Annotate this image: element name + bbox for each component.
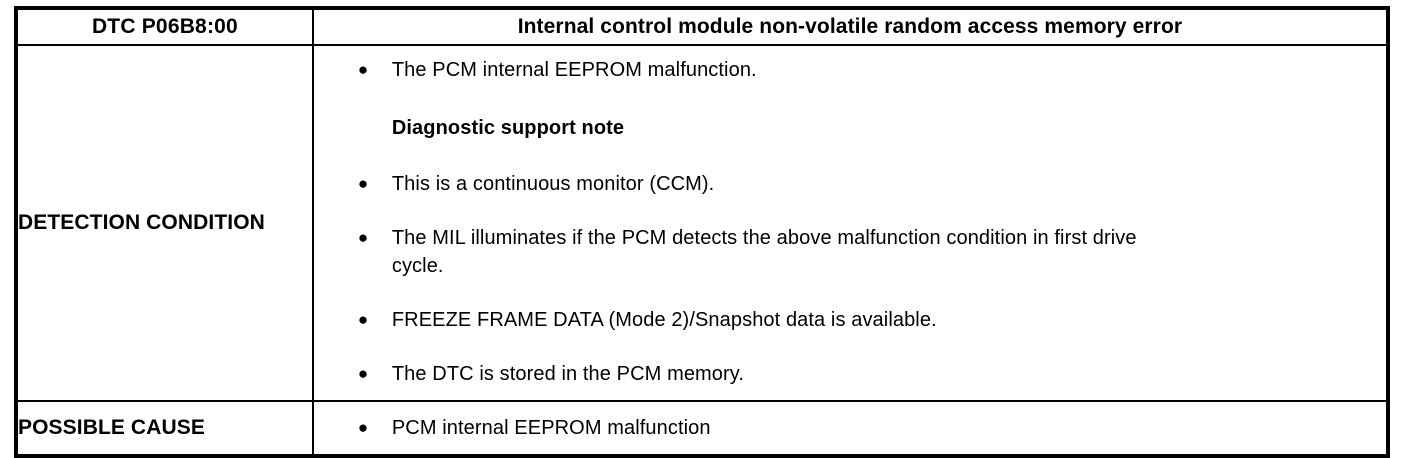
list-item: ● PCM internal EEPROM malfunction: [314, 414, 1386, 442]
spacer: [314, 142, 1386, 170]
list-item-text: The DTC is stored in the PCM memory.: [391, 363, 745, 385]
note-heading-text: Diagnostic support note: [391, 117, 625, 139]
bullet-icon: ●: [357, 60, 369, 79]
list-item: ● This is a continuous monitor (CCM).: [314, 170, 1386, 198]
list-item-text: PCM internal EEPROM malfunction: [391, 417, 711, 439]
dtc-table: DTC P06B8:00 Internal control module non…: [14, 6, 1390, 458]
possible-cause-list: ● PCM internal EEPROM malfunction: [314, 402, 1386, 454]
list-item-text-line2: cycle.: [391, 255, 444, 277]
detection-condition-content: ● The PCM internal EEPROM malfunction. D…: [311, 44, 1390, 402]
detection-condition-list: ● The PCM internal EEPROM malfunction. D…: [314, 46, 1386, 400]
list-item-text-line1: The MIL illuminates if the PCM detects t…: [391, 227, 1137, 249]
spacer: [314, 84, 1386, 114]
possible-cause-row: POSSIBLE CAUSE ● PCM internal EEPROM mal…: [15, 400, 1390, 457]
row-label-possible-cause: POSSIBLE CAUSE: [15, 400, 314, 457]
list-item: ● FREEZE FRAME DATA (Mode 2)/Snapshot da…: [314, 306, 1386, 334]
list-item-text: The PCM internal EEPROM malfunction.: [391, 59, 757, 81]
detection-condition-row: DETECTION CONDITION ● The PCM internal E…: [15, 44, 1390, 402]
bullet-icon: ●: [357, 310, 369, 329]
dtc-code-cell: DTC P06B8:00: [15, 7, 314, 46]
bullet-icon: ●: [357, 364, 369, 383]
bullet-icon: ●: [357, 418, 369, 437]
list-item: ● The MIL illuminates if the PCM detects…: [314, 224, 1386, 280]
document-page: DTC P06B8:00 Internal control module non…: [14, 6, 1390, 458]
row-label-detection-condition: DETECTION CONDITION: [15, 44, 314, 402]
possible-cause-content: ● PCM internal EEPROM malfunction: [311, 400, 1390, 457]
table-header-row: DTC P06B8:00 Internal control module non…: [15, 7, 1390, 46]
list-item: ● The PCM internal EEPROM malfunction.: [314, 56, 1386, 84]
list-item-text: The MIL illuminates if the PCM detects t…: [392, 224, 1386, 280]
list-item: ● The DTC is stored in the PCM memory.: [314, 360, 1386, 388]
spacer: [314, 334, 1386, 360]
bullet-icon: ●: [357, 174, 369, 193]
list-item-text: FREEZE FRAME DATA (Mode 2)/Snapshot data…: [391, 309, 937, 331]
list-item-text: This is a continuous monitor (CCM).: [391, 173, 715, 195]
fault-title-cell: Internal control module non-volatile ran…: [311, 7, 1390, 46]
bullet-icon: ●: [357, 228, 369, 247]
spacer: [314, 280, 1386, 306]
spacer: [314, 198, 1386, 224]
diagnostic-support-note: Diagnostic support note: [314, 114, 1386, 142]
